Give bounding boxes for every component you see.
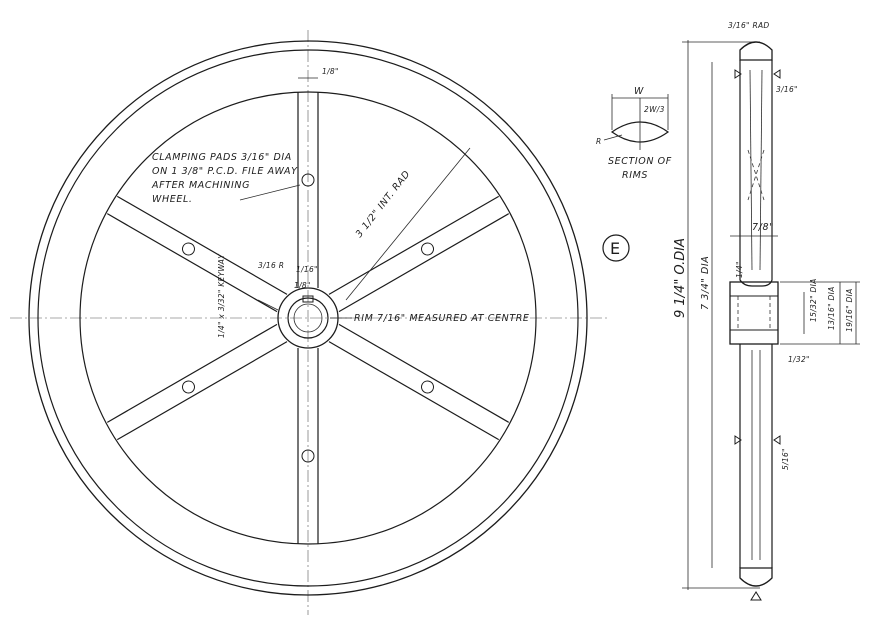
wheel-side-view <box>682 40 860 601</box>
rim-bottom-bulb <box>739 567 773 587</box>
clamping-pad-hole <box>421 380 435 394</box>
upper-spoke-body <box>739 60 773 287</box>
keyway-note: 1/4" x 3/32" KEYWAY <box>217 253 226 338</box>
boss-dim: 1/32" <box>788 355 810 364</box>
clamping-note-line-2: ON 1 3/8" P.C.D. FILE AWAY <box>152 166 298 177</box>
clamping-note-line-3: AFTER MACHINING <box>151 180 250 191</box>
section-label-w: W <box>634 86 644 97</box>
rim-width-label: 7/8" <box>752 222 774 233</box>
spoke-root-rad: 3/16 R <box>258 261 284 270</box>
rim-section-detail <box>603 94 670 150</box>
hub-rad-small: 1/16" <box>296 265 318 274</box>
lower-spoke-body <box>739 344 773 568</box>
rim-top-bulb <box>739 41 773 61</box>
clamping-pad-hole <box>301 449 315 463</box>
keyway <box>302 295 314 303</box>
right-top-dim: 3/16" <box>776 85 798 94</box>
int-rad-leader <box>345 147 471 301</box>
hub-shaft-circle <box>293 303 323 333</box>
rim-section-shape <box>610 121 670 143</box>
rim-outer-circle-2 <box>37 49 579 587</box>
hub-dim-left: 1/4" <box>735 261 744 278</box>
hub-body <box>729 281 779 345</box>
keyway-leader <box>257 299 279 311</box>
top-rad-label: 3/16" RAD <box>728 21 770 30</box>
clamping-pad-hole <box>181 242 195 256</box>
inner-dia-label: 7 3/4" DIA <box>700 256 711 310</box>
od-label: 9 1/4" O.DIA <box>673 238 688 318</box>
wheel-front-view <box>10 30 610 615</box>
clamping-note-line-4: WHEEL. <box>152 194 192 205</box>
section-label-r: R <box>596 137 602 146</box>
clamping-leader <box>239 184 301 201</box>
spoke-top-dim: 1/8" <box>322 67 339 76</box>
clamping-note-line-1: CLAMPING PADS 3/16" DIA <box>152 152 292 163</box>
rim-outer-circle <box>28 40 588 596</box>
section-label-2w3: 2W/3 <box>644 105 665 114</box>
view-letter-circle <box>602 234 630 262</box>
hidden-line <box>747 149 765 201</box>
hub-dia-2: 13/16" DIA <box>827 286 836 330</box>
section-caption-1: SECTION OF <box>608 156 672 167</box>
rim-note: RIM 7/16" MEASURED AT CENTRE <box>354 313 530 324</box>
hub-dia-1: 15/32" DIA <box>809 278 818 322</box>
spokes <box>106 92 510 544</box>
hub-dim-small: 1/8" <box>294 281 311 290</box>
view-letter: E <box>610 239 620 258</box>
section-caption-2: RIMS <box>622 170 648 181</box>
clamping-pad-hole <box>301 173 315 187</box>
clamping-pad-hole <box>181 380 195 394</box>
rim-inner-circle <box>79 91 537 545</box>
clamping-pad-hole <box>421 242 435 256</box>
hub-dia-3: 19/16" DIA <box>845 288 854 332</box>
rim-depth: 5/16" <box>781 448 790 470</box>
hub-bore-circle <box>287 297 329 339</box>
